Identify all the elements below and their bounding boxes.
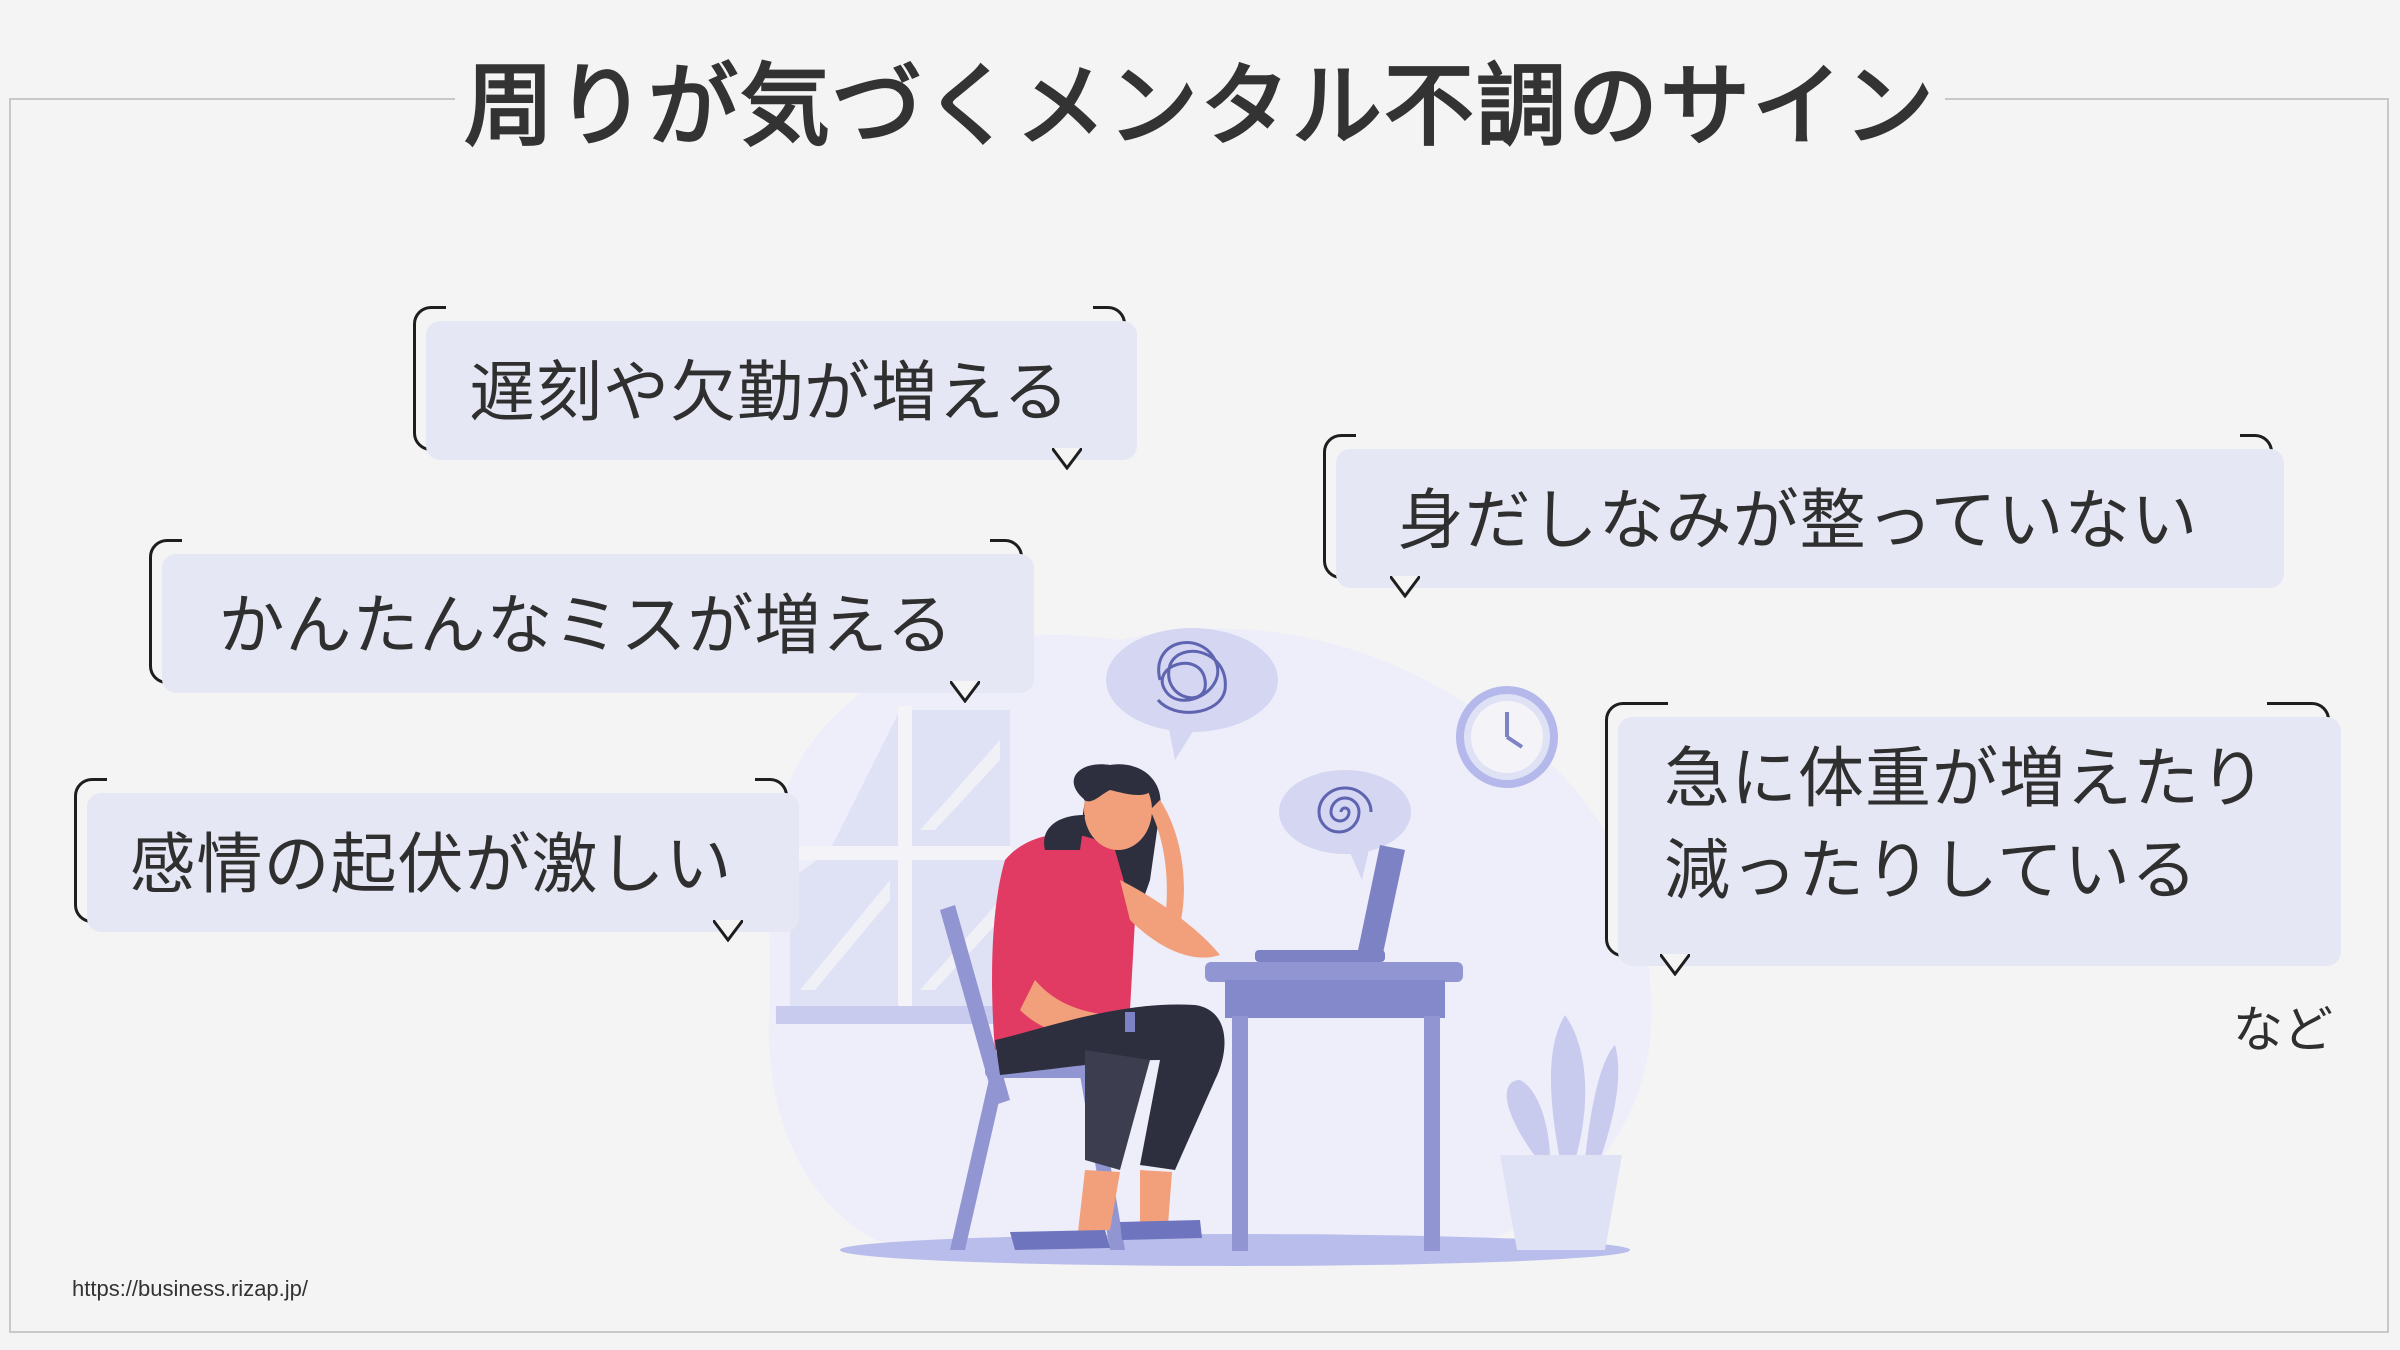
etc-label: など [2233, 1001, 2333, 1059]
sign-text: 身だしなみが整っていない [1397, 482, 2199, 559]
tangled-thought-icon [1106, 628, 1278, 760]
sign-bubble-lateness: 遅刻や欠勤が増える [413, 303, 1137, 470]
laptop-icon [1255, 845, 1405, 962]
wall-clock-icon [1456, 686, 1558, 788]
sign-bubble-simple-mistakes: かんたんなミスが増える [149, 536, 1034, 703]
desk [1205, 962, 1463, 1251]
spiral-thought-icon [1279, 770, 1411, 880]
sign-text: 感情の起伏が激しい [129, 826, 733, 903]
sign-bubble-grooming: 身だしなみが整っていない [1323, 431, 2284, 598]
page-title: 周りが気づくメンタル不調のサイン [455, 52, 1945, 162]
sign-text-line-2: 減ったりしている [1664, 832, 2199, 909]
woman-figure [992, 764, 1225, 1250]
plant-icon [1500, 1015, 1622, 1250]
sign-bubble-weight-change: 急に体重が増えたり 減ったりしている [1605, 699, 2341, 976]
sign-text-line-1: 急に体重が増えたり [1664, 740, 2267, 817]
sign-bubble-emotional-swings: 感情の起伏が激しい [74, 775, 799, 942]
source-url[interactable]: https://business.rizap.jp/ [72, 1276, 309, 1301]
sign-text: 遅刻や欠勤が増える [468, 354, 1071, 431]
sign-text: かんたんなミスが増える [218, 587, 954, 664]
